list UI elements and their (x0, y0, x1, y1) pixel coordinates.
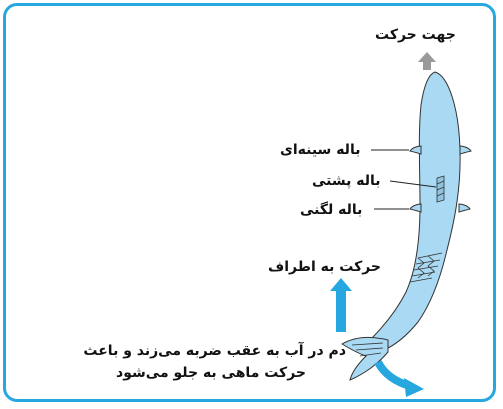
dorsal-fin-label: باله پشتی (312, 174, 381, 188)
pectoral-fin-right (460, 146, 471, 154)
pelvic-fin-label: باله لگنی (300, 203, 362, 217)
tail-caption: دم در آب به عقب ضربه می‌زند و باعث حرکت … (34, 340, 346, 385)
pelvic-fin (410, 204, 421, 212)
direction-arrow (418, 52, 436, 70)
tail-thrust-arrow (378, 362, 424, 397)
fish-body (370, 72, 460, 350)
pectoral-fin-label: باله سینه‌ای (280, 143, 360, 157)
pectoral-fin (410, 146, 421, 154)
lateral-movement-label: حرکت به اطراف (268, 260, 381, 274)
direction-label: جهت حرکت (375, 28, 456, 42)
tail-caption-line1: دم در آب به عقب ضربه می‌زند و باعث (34, 340, 346, 362)
pelvic-fin-right (459, 204, 470, 212)
tail-caption-line2: حرکت ماهی به جلو می‌شود (34, 362, 346, 384)
lateral-movement-arrow (330, 278, 352, 332)
dorsal-fin (437, 176, 444, 202)
